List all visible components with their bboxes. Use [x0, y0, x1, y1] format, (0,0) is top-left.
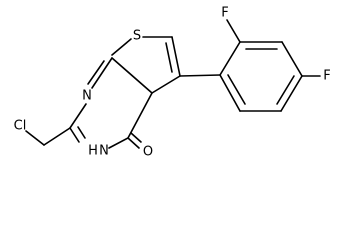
bond-c7a-n1: [91, 57, 113, 89]
bond-c4-o: [127, 137, 140, 149]
bond-ar3-ar4: [281, 41, 303, 77]
chlorine-label: Cl: [14, 119, 27, 134]
nitrogen-h-h-label: H: [88, 144, 98, 159]
bond-c3-c3a: [151, 75, 181, 94]
bond-ar1-ar2: [219, 41, 241, 76]
bond-n1-c2: [69, 103, 87, 129]
nitrogen-ring-label: N: [82, 89, 92, 104]
bond-c2-ch2: [43, 127, 71, 146]
bond-n3-c4: [108, 137, 129, 149]
bond-c7a-n1-inner: [87, 60, 105, 85]
bond-ar6-ar1-inner: [227, 74, 246, 105]
bond-c4-c3a: [127, 92, 153, 139]
fluorine-ortho-label: F: [221, 6, 228, 21]
bond-ar4-ar5-inner: [276, 75, 295, 105]
bond-s-c7a: [111, 38, 132, 56]
bond-ar6-ar1: [219, 74, 241, 112]
bond-ar4-ar5: [280, 75, 303, 112]
sulfur-label: S: [133, 29, 141, 44]
fluorine-para-label: F: [323, 69, 330, 84]
bond-c2-c3: [171, 36, 181, 77]
bond-c3-aryl: [179, 74, 221, 77]
structure-diagram: S F F N Cl N H O: [14, 6, 331, 160]
oxygen-label: O: [143, 145, 153, 160]
bond-ch2-cl: [25, 130, 45, 146]
bond-c2-n3-inner: [77, 126, 86, 139]
nitrogen-h-n-label: N: [99, 144, 109, 159]
bond-c4-o-double: [130, 132, 142, 143]
bond-ar2-f: [226, 19, 241, 43]
molecule-canvas: S F F N Cl N H O: [14, 6, 331, 160]
bond-c3a-c7a-fused: [111, 57, 153, 94]
bond-c2-n3: [69, 127, 80, 143]
bond-c2-c3-inner: [165, 42, 173, 73]
